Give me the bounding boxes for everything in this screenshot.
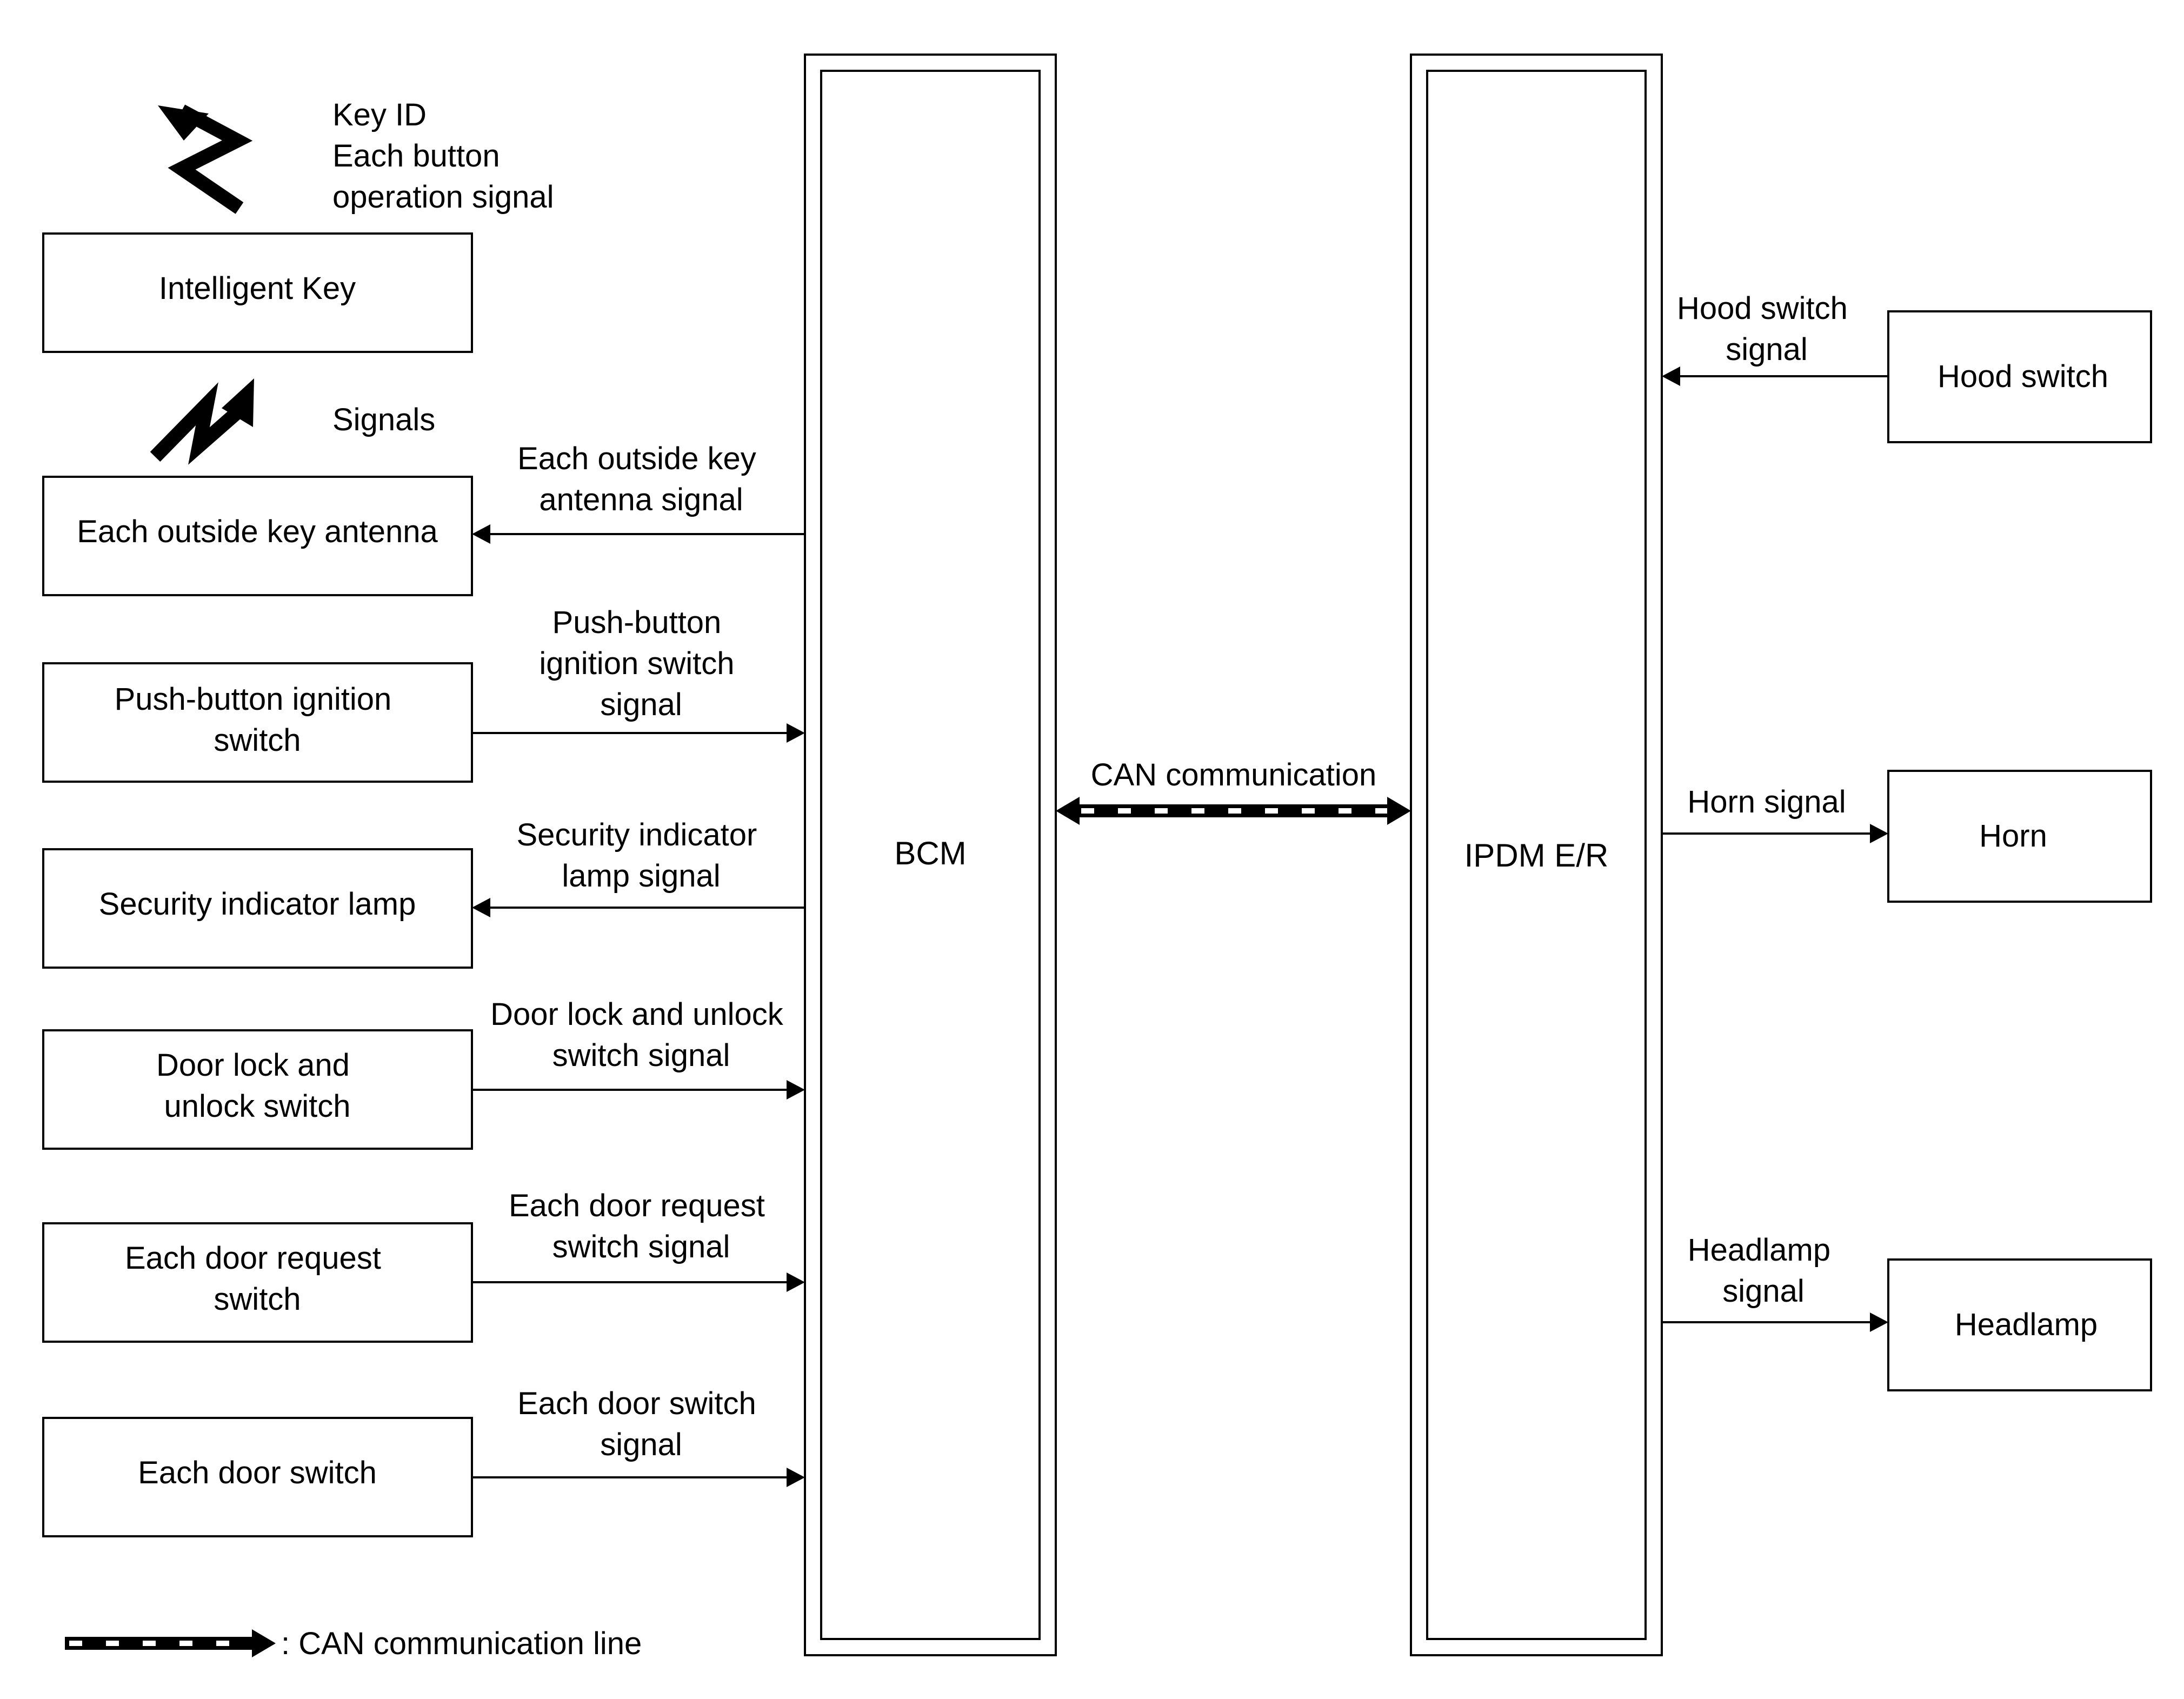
can-communication-line (1056, 797, 1411, 825)
key-id-label: Key ID Each button operation signal (332, 97, 554, 215)
push-button-ignition-switch-box: Push-button ignition switch (42, 662, 473, 783)
svg-text:Headlamp: Headlamp (1955, 1307, 2098, 1342)
hood-switch-box: Hood switch (1887, 310, 2152, 443)
svg-text:Hood switch: Hood switch (1937, 359, 2108, 394)
door-request-switch-box: Each door request switch (42, 1222, 473, 1343)
svg-text:Each door request switch: Each door request switch (125, 1241, 390, 1317)
push-button-ignition-signal-wire (472, 723, 805, 743)
svg-text:Horn: Horn (1979, 818, 2047, 854)
door-switch-signal-label: Each door switch signal (517, 1386, 765, 1462)
wireless-signal-icon-2 (150, 378, 254, 465)
legend-can-line-label: : CAN communication line (281, 1626, 642, 1661)
bcm-label: BCM (894, 835, 966, 871)
wireless-signal-icon (158, 104, 253, 214)
signals-label: Signals (332, 402, 435, 437)
headlamp-box: Headlamp (1887, 1258, 2152, 1391)
door-switch-signal-wire (472, 1468, 805, 1487)
ipdm-module: IPDM E/R (1410, 54, 1663, 1656)
bcm-module: BCM (804, 54, 1057, 1656)
intelligent-key-box: Intelligent Key (42, 232, 473, 353)
hood-switch-signal-wire (1662, 367, 1888, 386)
headlamp-signal-wire (1662, 1312, 1888, 1332)
svg-text:Push-button ignition swi: Push-button ignition switch (115, 682, 401, 758)
horn-signal-label: Horn signal (1687, 784, 1846, 819)
door-switch-box: Each door switch (42, 1417, 473, 1537)
outside-key-antenna-signal-wire (472, 524, 805, 544)
door-lock-unlock-signal-label: Door lock and unlock switch signal (490, 997, 792, 1073)
svg-text:Door lock and unlock swi: Door lock and unlock switch (156, 1048, 358, 1124)
intelligent-key-label: Intelligent Key (159, 271, 356, 306)
ipdm-label: IPDM E/R (1464, 837, 1609, 874)
security-indicator-lamp-box: Security indicator lamp (42, 848, 473, 969)
horn-signal-wire (1662, 824, 1888, 843)
svg-text:Each door switch: Each door switch (138, 1455, 377, 1490)
hood-switch-signal-label: Hood switch signal (1677, 291, 1856, 367)
outside-key-antenna-signal-label: Each outside key antenna signal (517, 441, 765, 517)
svg-text:Security indicator lamp: Security indicator lamp (99, 887, 416, 922)
door-lock-unlock-signal-wire (472, 1080, 805, 1100)
svg-text:Each outside key antenna: Each outside key antenna (77, 514, 438, 549)
headlamp-signal-label: Headlamp signal (1688, 1232, 1840, 1309)
outside-key-antenna-box: Each outside key antenna (42, 476, 473, 596)
push-button-ignition-signal-label: Push-button ignition switch signal (539, 605, 743, 722)
security-indicator-signal-label: Security indicator lamp signal (517, 817, 766, 894)
security-indicator-signal-wire (472, 898, 805, 917)
horn-box: Horn (1887, 770, 2152, 903)
can-communication-label: CAN communication (1091, 757, 1377, 792)
door-request-signal-wire (472, 1272, 805, 1292)
door-request-signal-label: Each door request switch signal (509, 1188, 774, 1264)
legend-can-line-symbol (65, 1629, 276, 1657)
door-lock-unlock-switch-box: Door lock and unlock switch (42, 1029, 473, 1150)
